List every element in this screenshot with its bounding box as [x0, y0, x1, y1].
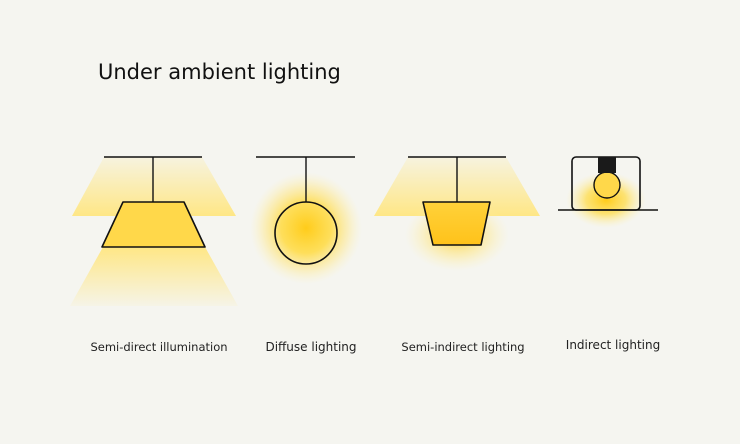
semi-indirect-fixture: [374, 156, 540, 271]
recessed-bulb-icon: [593, 171, 621, 199]
indirect-glow: [566, 172, 646, 228]
semi-direct-up-beam: [72, 157, 236, 216]
diffuse-glow: [250, 172, 362, 284]
semi-direct-fixture: [70, 156, 238, 306]
indirect-fixture: [558, 156, 658, 228]
semi-direct-down-beam: [70, 247, 238, 306]
bowl-lamp-icon: [422, 201, 491, 246]
label-indirect: Indirect lighting: [565, 338, 661, 352]
diagram-title: Under ambient lighting: [98, 60, 341, 84]
bulb-socket-base: [598, 168, 616, 173]
globe-lamp-icon: [274, 201, 338, 265]
label-semi-indirect: Semi-indirect lighting: [401, 340, 525, 354]
diffuse-fixture: [250, 156, 362, 284]
label-diffuse: Diffuse lighting: [265, 340, 357, 354]
label-semi-direct: Semi-direct illumination: [90, 340, 228, 354]
pendant-trapezoid-lamp-icon: [101, 201, 206, 248]
